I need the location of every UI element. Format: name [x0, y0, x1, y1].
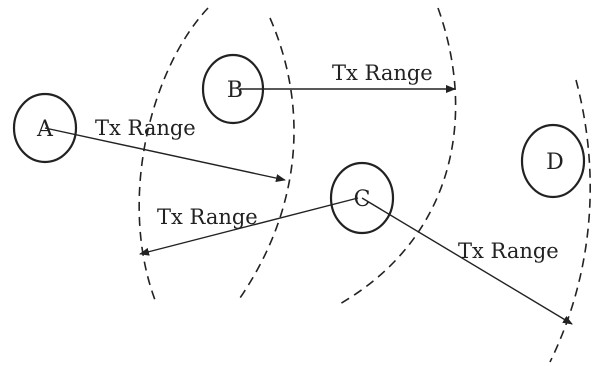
node-d-label: D — [546, 150, 564, 175]
arrow-c-range-left — [139, 197, 359, 256]
node-a-circle — [12, 92, 78, 164]
arrow-a-range — [44, 127, 286, 183]
node-c-label: C — [354, 187, 371, 212]
node-b-circle — [201, 53, 265, 125]
range-arc-b — [337, 7, 457, 306]
arrow-c-range-right — [361, 197, 573, 325]
node-c-circle — [329, 161, 395, 235]
node-d: D — [520, 123, 586, 199]
range-arc-c — [549, 79, 591, 363]
range-label-c-left: Tx Range — [157, 205, 258, 229]
node-a-label: A — [36, 117, 54, 142]
node-b: B — [201, 53, 265, 125]
node-c: C — [329, 161, 395, 235]
node-a: A — [12, 92, 78, 164]
range-arc-a-outer — [138, 7, 209, 301]
node-d-circle — [520, 123, 586, 199]
range-label-a: Tx Range — [95, 116, 196, 140]
range-arc-a-inner — [239, 17, 295, 299]
node-b-label: B — [227, 78, 243, 103]
range-label-c-right: Tx Range — [458, 239, 559, 263]
range-label-b: Tx Range — [332, 61, 433, 85]
